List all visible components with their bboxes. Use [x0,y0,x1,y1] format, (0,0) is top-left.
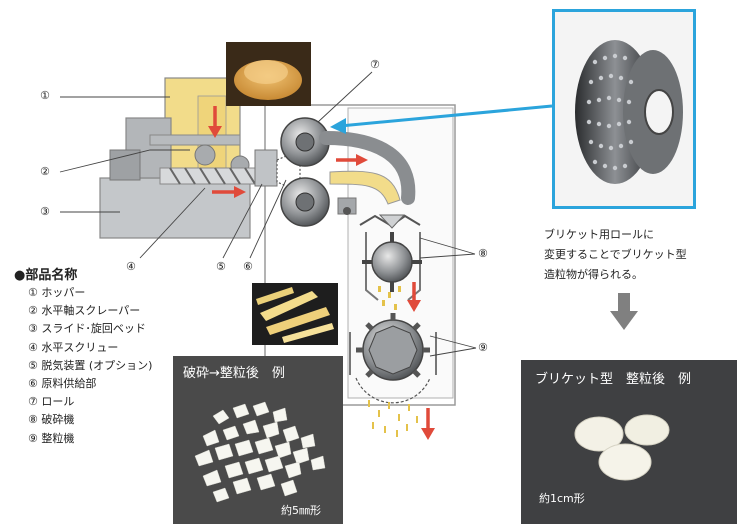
flow-arrow-sheet [336,154,368,166]
parts-list: ① ホッパー ② 水平軸スクレーパー ③ スライド･旋回ベッド ④ 水平スクリュ… [28,284,152,448]
callout-3: ③ [40,205,50,218]
crushed-granules-photo: 破砕→整粒後 例 約5㎜形 [173,356,343,524]
part-scraper: ② 水平軸スクレーパー [28,304,141,318]
powder-photo [226,42,311,106]
falling-granules [368,286,418,437]
leader-lines [59,71,477,357]
callout-9: ⑨ [478,341,488,354]
flow-arrow-output [421,408,435,440]
crusher [359,214,422,301]
briquette-pellets [574,414,670,481]
part-bed: ③ スライド･旋回ベッド [28,322,146,336]
crushed-size-note: 約5㎜形 [281,504,321,517]
callout-5: ⑤ [216,260,226,273]
sheet-photo [252,283,338,345]
crushed-caption: 破砕→整粒後 例 [183,366,285,381]
callout-2: ② [40,165,50,178]
callout-4: ④ [126,260,136,273]
briquette-note: ブリケット用ロールに 変更することでブリケット型 造粒物が得られる。 [544,225,687,285]
note-line: 変更することでブリケット型 [544,248,687,261]
highlight-arrow [330,104,553,134]
powder-pile [234,60,302,100]
sizing-granulator [349,313,437,404]
part-granulator: ⑨ 整粒機 [28,431,75,445]
part-roll: ⑦ ロール [28,395,75,409]
deaeration-device [254,149,278,187]
part-crusher: ⑧ 破砕機 [28,413,75,427]
sheet-chute [319,131,416,215]
note-line: 造粒物が得られる。 [544,268,643,281]
sheet-pieces [256,287,334,343]
roll-lower [280,177,330,227]
part-deaeration: ⑤ 脱気装置 (オプション) [28,358,153,372]
briquette-roll-icon [555,12,693,206]
callout-7: ⑦ [370,58,380,71]
flow-arrow-hopper [208,106,222,138]
part-screw: ④ 水平スクリュー [28,340,119,354]
roll-photo [552,9,696,209]
flow-arrow-screw [212,186,246,198]
part-hopper: ① ホッパー [28,286,86,299]
callout-6: ⑥ [243,260,253,273]
part-feed: ⑥ 原料供給部 [28,377,97,391]
callout-1: ① [40,89,50,102]
down-arrow [610,293,638,330]
callout-8: ⑧ [478,247,488,260]
parts-title: ●部品名称 [14,268,78,283]
briquette-caption: ブリケット型 整粒後 例 [535,372,692,387]
flow-arrow-crusher [407,282,421,312]
note-line: ブリケット用ロールに [544,228,654,241]
horizontal-screw [159,167,271,185]
briquette-photo: ブリケット型 整粒後 例 約1cm形 [521,360,737,524]
briquette-size-note: 約1cm形 [539,492,585,505]
roll-upper [280,117,330,167]
granule-pile [194,401,326,503]
